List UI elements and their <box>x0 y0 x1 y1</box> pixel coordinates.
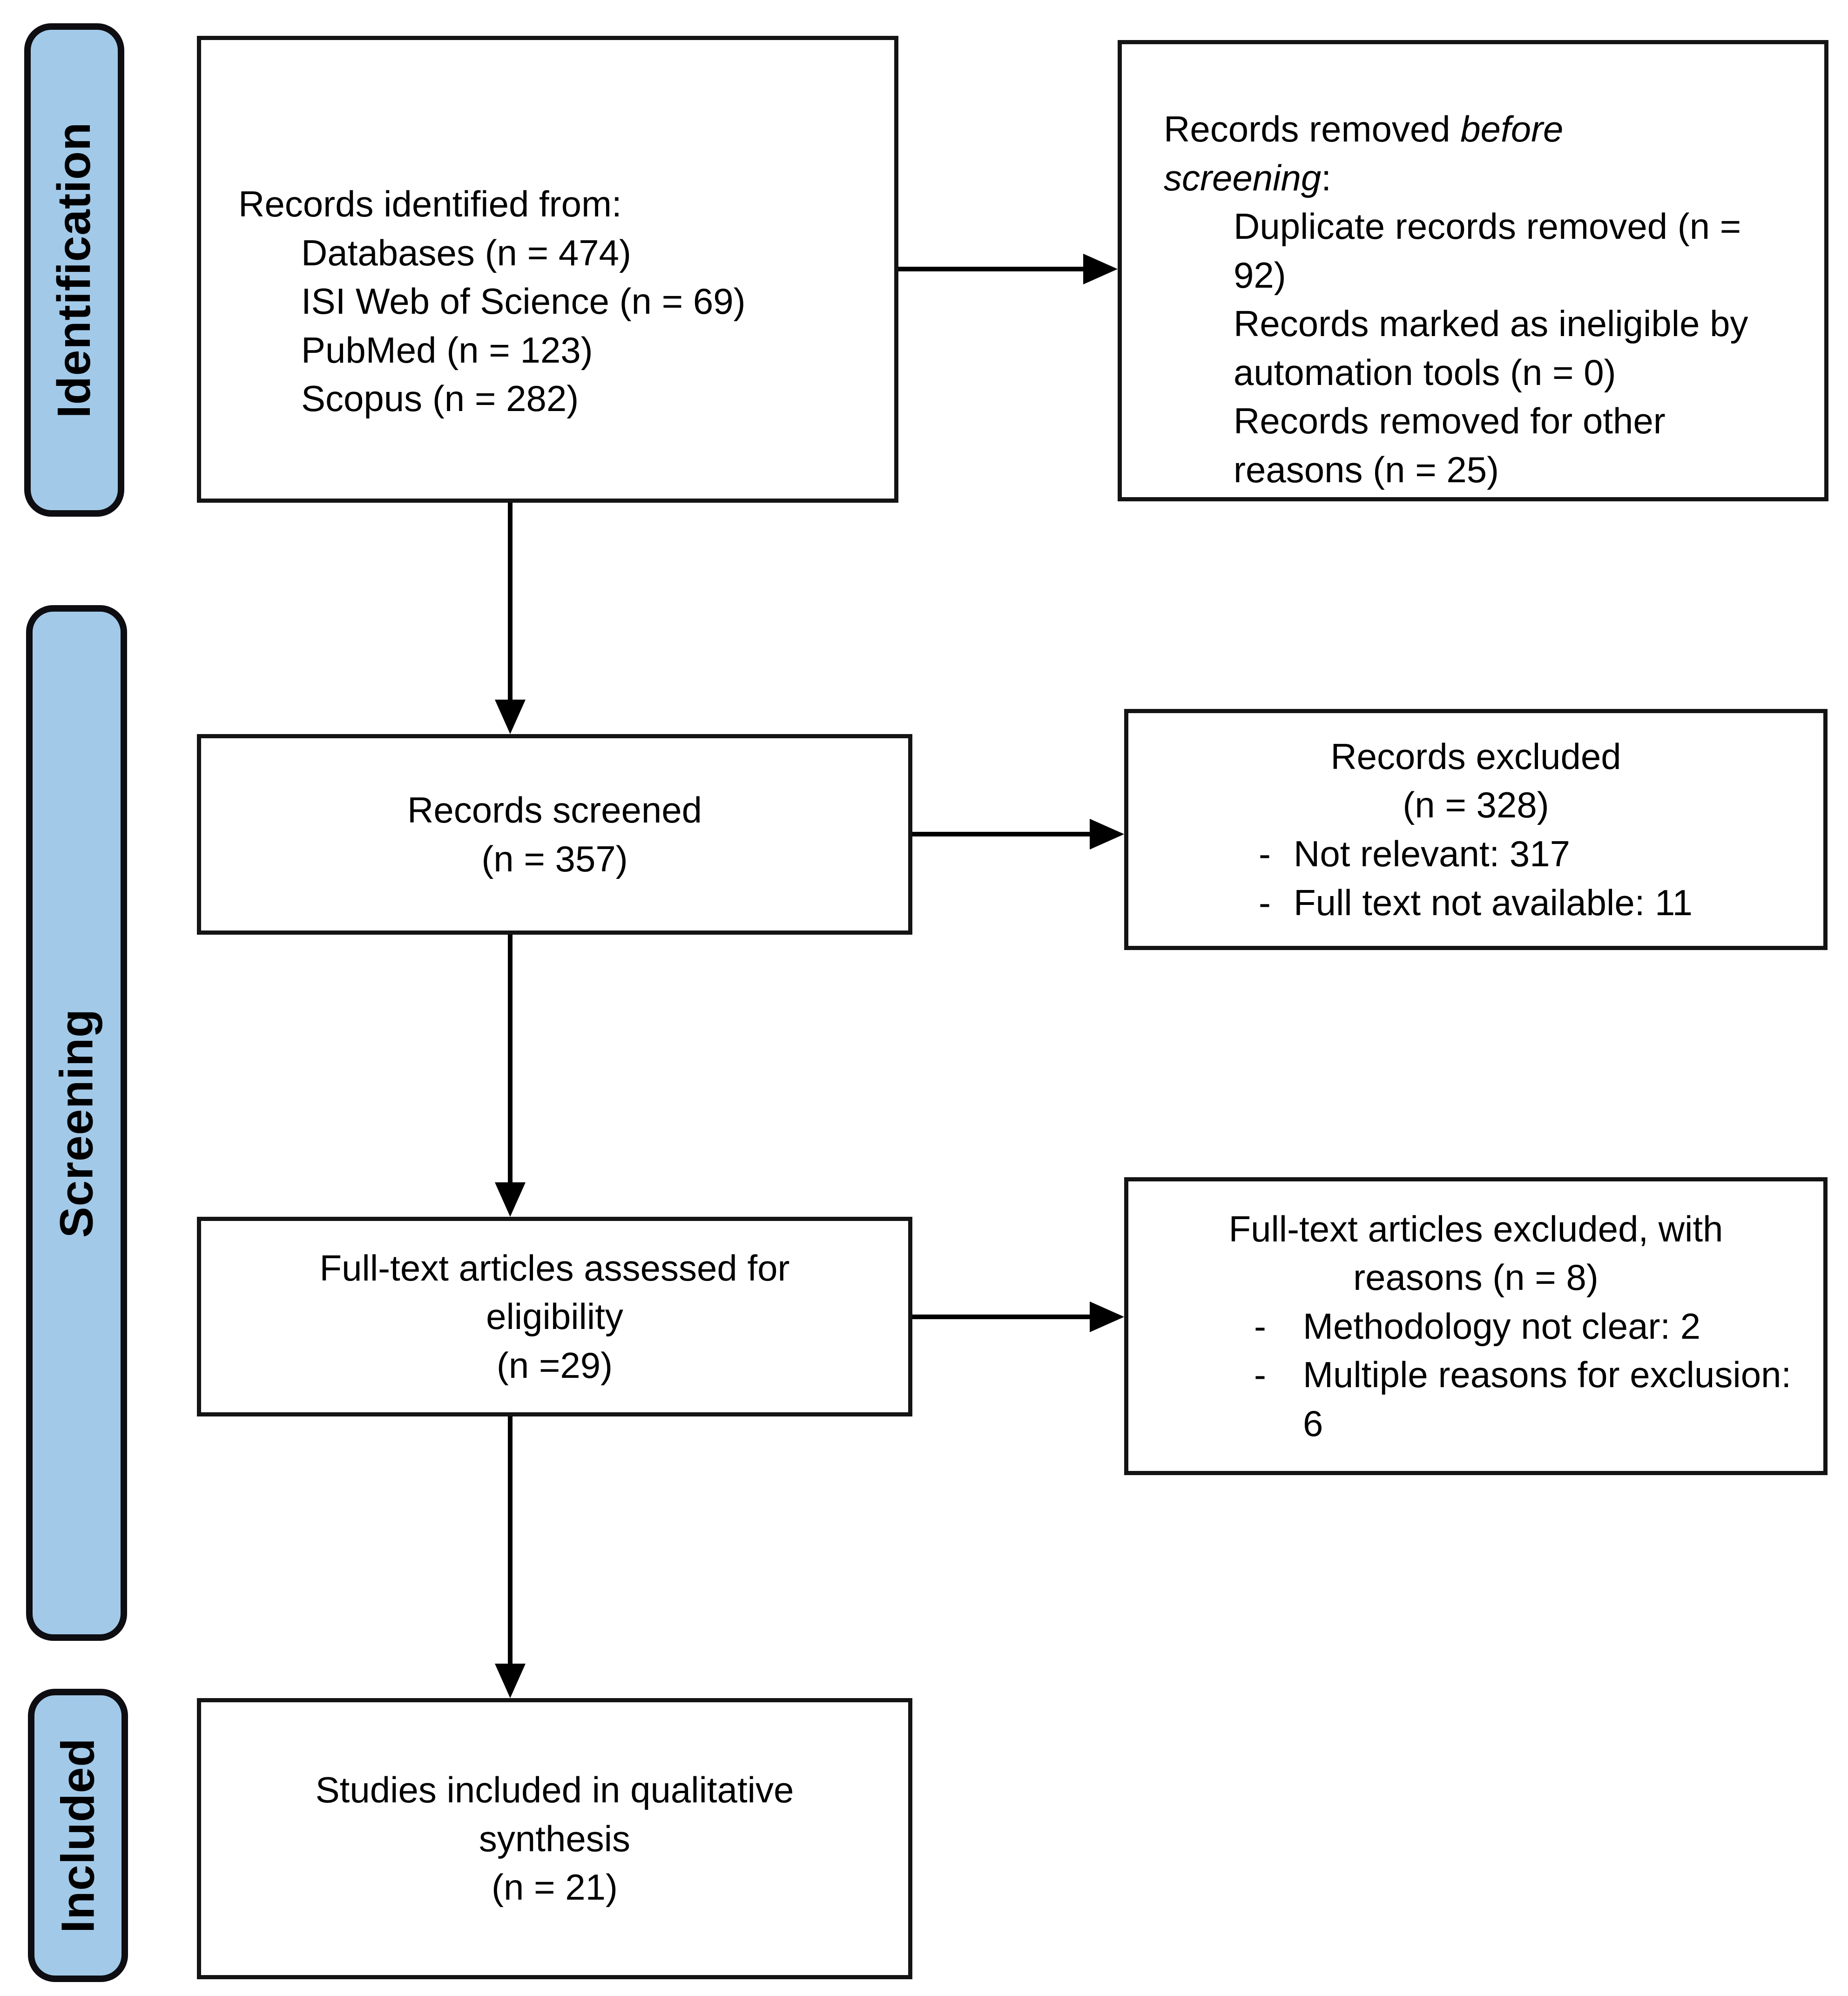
title-italic-screening: screening <box>1164 157 1322 198</box>
stage-included: Included <box>28 1689 128 1982</box>
fulltext-assessed-count: (n =29) <box>496 1344 613 1386</box>
records-screened-line1: Records screened <box>407 789 702 830</box>
list-item-text: Methodology not clear: 2 <box>1303 1305 1701 1347</box>
dash-bullet: - <box>1259 833 1271 874</box>
list-item: - Full text not available: 11 <box>1259 878 1823 927</box>
arrowhead-right-icon <box>1083 254 1118 284</box>
list-item: Records marked as ineligible by automati… <box>1234 303 1748 393</box>
arrow-fulltext-to-included <box>508 1416 513 1666</box>
dash-bullet: - <box>1254 1305 1266 1347</box>
fulltext-excluded-line2: reasons (n = 8) <box>1353 1257 1598 1298</box>
list-item: Records removed for other reasons (n = 2… <box>1234 400 1666 490</box>
title-colon: : <box>1321 157 1331 198</box>
list-item: - Methodology not clear: 2 <box>1254 1302 1795 1351</box>
studies-included-count: (n = 21) <box>492 1867 618 1908</box>
box-studies-included: Studies included in qualitative synthesi… <box>197 1698 912 1979</box>
dash-bullet: - <box>1259 882 1271 923</box>
arrow-screened-to-fulltext <box>508 935 513 1185</box>
box-records-excluded: Records excluded (n = 328) - Not relevan… <box>1124 709 1828 950</box>
list-item: Databases (n = 474) <box>301 232 631 273</box>
arrow-fulltext-to-ftexcluded <box>912 1315 1093 1319</box>
list-item: PubMed (n = 123) <box>301 329 593 371</box>
arrowhead-right-icon <box>1090 819 1124 850</box>
list-item: Duplicate records removed (n = 92) <box>1234 206 1741 296</box>
arrowhead-right-icon <box>1090 1301 1124 1332</box>
records-screened-count: (n = 357) <box>481 838 628 879</box>
list-item-text: Multiple reasons for exclusion: 6 <box>1303 1354 1792 1444</box>
records-removed-title: Records removed before screening: <box>1164 105 1796 202</box>
arrowhead-down-icon <box>495 700 526 734</box>
arrow-identified-to-removed <box>898 267 1086 271</box>
box-records-screened: Records screened (n = 357) <box>197 734 912 935</box>
stage-screening-label: Screening <box>50 1008 103 1238</box>
records-excluded-line1: Records excluded <box>1330 735 1621 777</box>
list-item-text: Not relevant: 317 <box>1294 833 1571 874</box>
arrowhead-down-icon <box>495 1182 526 1217</box>
list-item-text: Full text not available: 11 <box>1294 882 1693 923</box>
list-item: Scopus (n = 282) <box>301 378 579 419</box>
list-item: - Not relevant: 317 <box>1259 829 1823 878</box>
arrow-identified-to-screened <box>508 503 513 705</box>
records-identified-title: Records identified from: <box>238 183 622 224</box>
dash-bullet: - <box>1254 1354 1266 1396</box>
arrow-screened-to-excluded <box>912 832 1093 836</box>
title-normal-text: Records removed <box>1164 108 1461 149</box>
fulltext-excluded-reasons: - Methodology not clear: 2 - Multiple re… <box>1128 1302 1823 1448</box>
stage-identification-label: Identification <box>48 121 101 418</box>
title-italic-before: before <box>1460 108 1564 149</box>
list-item: - Multiple reasons for exclusion: 6 <box>1254 1350 1795 1448</box>
fulltext-assessed-line2: eligibility <box>486 1296 623 1337</box>
fulltext-assessed-line1: Full-text articles assessed for <box>319 1247 790 1288</box>
records-excluded-count: (n = 328) <box>1403 784 1549 826</box>
arrowhead-down-icon <box>495 1664 526 1698</box>
box-fulltext-assessed: Full-text articles assessed for eligibil… <box>197 1217 912 1416</box>
box-records-removed-before-screening: Records removed before screening: Duplica… <box>1118 40 1828 501</box>
stage-identification: Identification <box>24 23 124 517</box>
box-fulltext-excluded: Full-text articles excluded, with reason… <box>1124 1177 1828 1475</box>
list-item: ISI Web of Science (n = 69) <box>301 281 746 322</box>
records-excluded-reasons: - Not relevant: 317 - Full text not avai… <box>1128 829 1823 927</box>
stage-included-label: Included <box>52 1738 104 1933</box>
studies-included-line1: Studies included in qualitative <box>315 1769 794 1811</box>
studies-included-line2: synthesis <box>479 1818 631 1859</box>
box-records-identified: Records identified from: Databases (n = … <box>197 36 898 503</box>
stage-screening: Screening <box>26 605 127 1641</box>
fulltext-excluded-line1: Full-text articles excluded, with <box>1228 1208 1723 1249</box>
